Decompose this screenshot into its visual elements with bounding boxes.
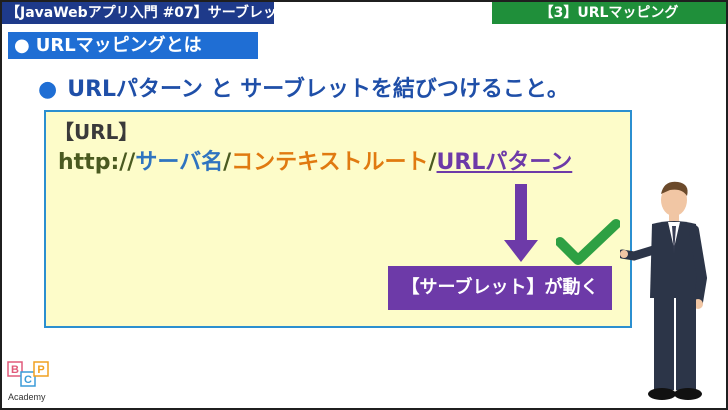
bullet-icon: ● (38, 77, 58, 102)
arrow-down-icon (515, 184, 527, 242)
url-separator: / (223, 150, 232, 175)
logo-letter-c: C (24, 374, 32, 386)
logo-caption: Academy (8, 392, 46, 402)
section-heading-text: URLマッピングとは (35, 35, 202, 56)
url-label: 【URL】 (54, 120, 139, 144)
chapter-title: 【3】URLマッピング (539, 5, 679, 21)
servlet-runs-label: 【サーブレット】が動く (401, 277, 599, 298)
url-context-root: コンテキストルート (231, 150, 429, 175)
url-pattern: URLパターン (436, 150, 573, 175)
section-heading: ●URLマッピングとは (8, 32, 258, 59)
bcp-logo: B C P (7, 361, 49, 387)
chapter-banner: 【3】URLマッピング (492, 2, 726, 24)
url-separator: / (428, 150, 437, 175)
bullet-icon: ● (14, 35, 30, 56)
course-title-banner: 【JavaWebアプリ入門 #07】サーブレット (2, 2, 291, 24)
url-scheme: http:// (58, 150, 136, 175)
main-statement-text: URLパターン と サーブレットを結びつけること。 (67, 77, 569, 102)
presenter-figure (620, 181, 708, 400)
logo-letter-b: B (11, 364, 19, 376)
logo-letter-p: P (37, 364, 44, 376)
servlet-runs-box: 【サーブレット】が動く (388, 266, 612, 310)
course-title: 【JavaWebアプリ入門 #07】サーブレット (6, 5, 291, 21)
arrow-down-head (504, 240, 538, 262)
url-server-name: サーバ名 (135, 150, 224, 175)
check-icon (556, 219, 620, 265)
main-statement: ● URLパターン と サーブレットを結びつけること。 (38, 74, 569, 106)
url-format-line: http://サーバ名/コンテキストルート/URLパターン (58, 148, 572, 178)
